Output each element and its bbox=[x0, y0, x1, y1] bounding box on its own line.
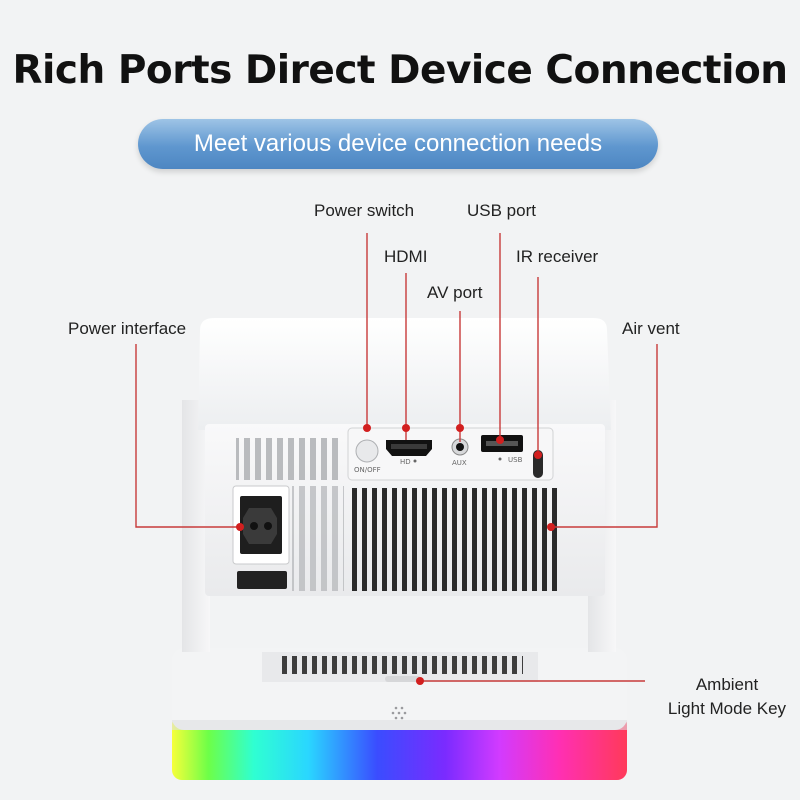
mark-hd: HD bbox=[400, 458, 411, 466]
base-stand bbox=[172, 648, 627, 780]
subtitle-banner: Meet various device connection needs bbox=[138, 119, 658, 169]
projector-top-shell bbox=[198, 318, 611, 430]
label-usb-port: USB port bbox=[467, 201, 536, 220]
label-ambient: Ambient bbox=[695, 675, 759, 694]
mark-usb: USB bbox=[508, 456, 523, 464]
callout-lines bbox=[135, 233, 658, 682]
label-ir-receiver: IR receiver bbox=[516, 247, 599, 266]
label-power-interface: Power interface bbox=[68, 319, 187, 338]
power-switch-button[interactable] bbox=[355, 439, 379, 463]
label-hdmi: HDMI bbox=[384, 247, 428, 266]
power-interface-socket[interactable] bbox=[232, 485, 290, 565]
side-vent-left bbox=[236, 438, 340, 480]
usb-port[interactable] bbox=[481, 435, 523, 452]
microphone-dots-icon bbox=[391, 706, 407, 720]
callout-line-air-vent bbox=[551, 344, 658, 528]
hdmi-port[interactable] bbox=[386, 440, 432, 456]
left-arm bbox=[182, 400, 210, 652]
base-vent bbox=[279, 656, 523, 674]
lower-cutout bbox=[237, 571, 287, 589]
mark-on-off: ON/OFF bbox=[354, 466, 381, 474]
label-av-port: AV port bbox=[427, 283, 483, 302]
air-vent-grille bbox=[347, 488, 557, 591]
label-power-switch: Power switch bbox=[314, 201, 415, 220]
callout-dots bbox=[236, 424, 555, 685]
mark-aux: AUX bbox=[452, 459, 467, 467]
rgb-light-strip bbox=[172, 715, 627, 780]
ambient-light-mode-key[interactable] bbox=[385, 676, 421, 682]
label-air-vent: Air vent bbox=[622, 319, 680, 338]
page-title: Rich Ports Direct Device Connection bbox=[12, 48, 788, 93]
label-light-mode-key: Light Mode Key bbox=[667, 699, 787, 718]
callout-line-power-interface bbox=[135, 344, 240, 528]
